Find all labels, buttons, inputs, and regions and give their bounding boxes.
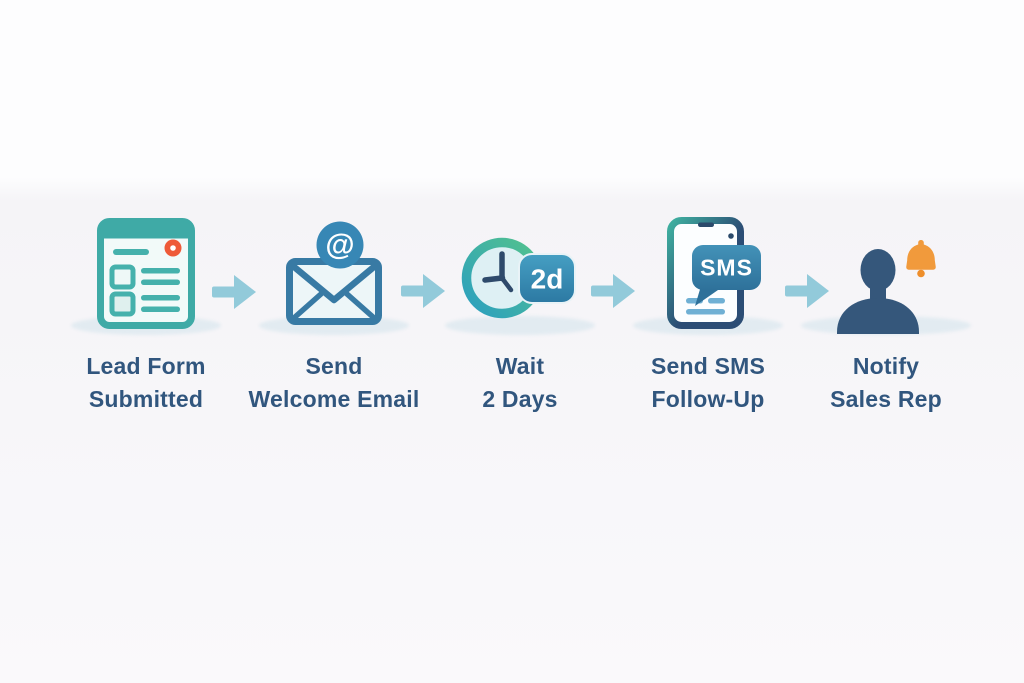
alert-dot-icon xyxy=(164,239,182,257)
step-label-line2: 2 Days xyxy=(482,386,558,412)
icon-shadow xyxy=(445,316,595,335)
notification-bell-icon xyxy=(906,240,936,278)
step-label: Notify Sales Rep xyxy=(786,350,986,416)
step-label: Lead Form Submitted xyxy=(46,350,246,416)
phone-sms-icon: SMS xyxy=(667,217,761,329)
person-bell-icon xyxy=(837,240,936,334)
form-document-icon xyxy=(97,218,195,329)
svg-text:SMS: SMS xyxy=(700,255,753,281)
step-label-line2: Follow-Up xyxy=(651,386,765,412)
checkbox-icon xyxy=(109,291,136,317)
step-label: Send SMS Follow-Up xyxy=(608,350,808,416)
svg-text:2d: 2d xyxy=(531,264,564,295)
workflow-step-lead-form-submitted: Lead Form Submitted xyxy=(46,216,246,426)
workflow-step-notify-sales-rep: Notify Sales Rep xyxy=(786,216,986,426)
wait-duration-badge: 2d xyxy=(518,253,576,304)
arrow-icon xyxy=(400,271,448,311)
step-label-line1: Lead Form xyxy=(86,353,206,379)
arrow-icon xyxy=(211,272,259,312)
step-label: Send Welcome Email xyxy=(234,350,434,416)
email-envelope-icon: @ xyxy=(286,221,382,325)
step-label: Wait 2 Days xyxy=(420,350,620,416)
step-label-line1: Notify xyxy=(852,353,920,379)
checkbox-icon xyxy=(109,264,136,290)
sms-bubble: SMS xyxy=(692,245,761,306)
arrow-icon xyxy=(784,271,832,311)
workflow-step-send-sms-follow-up: SMS Send SMS Follow-Up xyxy=(608,216,808,426)
step-label-line2: Submitted xyxy=(88,386,204,412)
workflow-step-send-welcome-email: @ Send Welcome Email xyxy=(234,216,434,426)
step-label-line1: Wait xyxy=(495,353,545,379)
person-icon xyxy=(837,249,919,334)
at-badge: @ xyxy=(316,221,364,269)
svg-text:@: @ xyxy=(325,229,354,262)
step-label-line2: Welcome Email xyxy=(248,386,420,412)
phone-speaker-icon xyxy=(698,222,714,227)
workflow-step-wait-2-days: 2d Wait 2 Days xyxy=(420,216,620,426)
step-label-line1: Send xyxy=(305,353,363,379)
step-label-line2: Sales Rep xyxy=(830,386,942,412)
phone-camera-icon xyxy=(728,233,734,239)
arrow-icon xyxy=(590,271,638,311)
clock-icon: 2d xyxy=(461,237,576,319)
step-label-line1: Send SMS xyxy=(650,353,766,379)
